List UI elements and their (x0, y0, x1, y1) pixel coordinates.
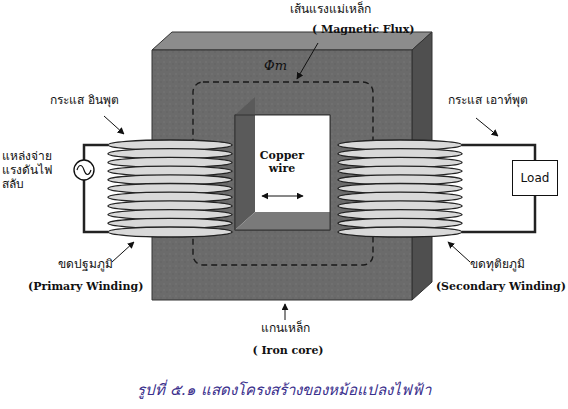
primary-leader (112, 242, 134, 262)
flux-label: เส้นแรงแม่เหล็ก (290, 3, 371, 17)
primary-label: ขดปฐมภูมิ (58, 258, 113, 272)
core-label-en: ( Iron core) (252, 345, 323, 358)
primary-leads (84, 145, 108, 232)
flux-symbol: Φm (264, 59, 287, 74)
sine-wave (77, 166, 91, 175)
core-leader (285, 304, 286, 320)
node-text: Load (521, 171, 550, 185)
core-label: แกนเหล็ก (261, 322, 310, 336)
copper-wire-label: Copper wire (252, 150, 312, 175)
window-wall (235, 97, 255, 230)
secondary-label: ขดทุติยภูมิ (470, 258, 525, 272)
primary-label-en: (Primary Winding) (28, 281, 143, 294)
secondary-label-en: (Secondary Winding) (436, 281, 566, 294)
window-edge (235, 115, 330, 230)
figure-caption: รูปที่ ๕.๑ แสดงโครงสร้างของหม้อแปลงไฟฟ้า (0, 378, 568, 402)
output-current-label: กระแส เอาท์พุต (448, 94, 528, 108)
width-arrow (262, 196, 303, 197)
coil-turn (108, 227, 232, 237)
source-label: แหล่งจ่าย แรงดันไฟสลับ (2, 150, 68, 191)
window-floor (235, 212, 330, 230)
ac-source-symbol (74, 160, 94, 180)
secondary-leader (448, 242, 470, 262)
load-box: Load (512, 160, 558, 196)
input-arrow (104, 116, 124, 134)
coils (108, 140, 462, 237)
output-arrow (476, 118, 498, 136)
coil-turn (338, 227, 462, 237)
flux-leader (297, 43, 318, 79)
flux-label-en: ( Magnetic Flux) (312, 24, 415, 37)
input-current-label: กระแส อินพุต (50, 94, 119, 108)
